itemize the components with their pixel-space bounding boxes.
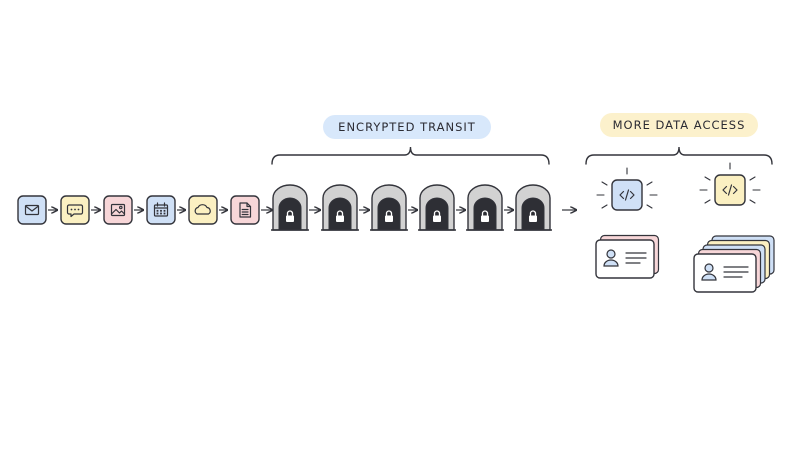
- data-item-cloud: [188, 195, 218, 225]
- id-card-stack: [595, 234, 660, 279]
- data-item-chat-bubble: [60, 195, 90, 225]
- encrypted-tunnel: [418, 184, 456, 231]
- lock-icon: [385, 210, 393, 222]
- data-item-document: [230, 195, 260, 225]
- more-data-access-label: MORE DATA ACCESS: [600, 113, 758, 137]
- encrypted-transit-label: ENCRYPTED TRANSIT: [323, 115, 491, 139]
- api-code-badge: [596, 167, 658, 211]
- avatar-icon: [603, 249, 619, 267]
- document-icon: [239, 202, 252, 218]
- data-item-mail: [17, 195, 47, 225]
- id-card: [595, 239, 655, 279]
- lock-icon: [336, 210, 344, 222]
- code-icon: [619, 189, 635, 201]
- encrypted-tunnel: [370, 184, 408, 231]
- encrypted-tunnel: [466, 184, 504, 231]
- data-item-calendar: [146, 195, 176, 225]
- data-item-image: [103, 195, 133, 225]
- api-code-badge: [699, 162, 761, 206]
- encrypted-tunnel: [321, 184, 359, 231]
- image-icon: [110, 203, 126, 217]
- data-access-brace: [585, 146, 773, 165]
- encrypted-tunnel: [514, 184, 552, 231]
- encrypted-transit-brace: [271, 146, 550, 165]
- code-icon: [722, 184, 738, 196]
- lock-icon: [433, 210, 441, 222]
- glow-rays: [699, 162, 761, 204]
- cloud-icon: [194, 204, 211, 215]
- encrypted-tunnel: [271, 184, 309, 231]
- lock-icon: [481, 210, 489, 222]
- glow-rays: [596, 167, 658, 209]
- id-card-stack: [693, 235, 775, 293]
- calendar-icon: [153, 202, 169, 217]
- mail-icon: [24, 204, 40, 216]
- lock-icon: [529, 210, 537, 222]
- id-card: [693, 253, 757, 293]
- avatar-icon: [701, 263, 717, 281]
- chat-bubble-icon: [66, 204, 84, 218]
- lock-icon: [286, 210, 294, 222]
